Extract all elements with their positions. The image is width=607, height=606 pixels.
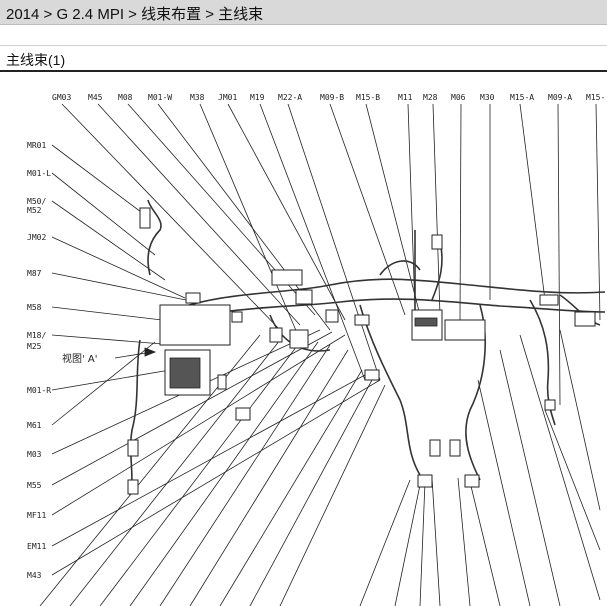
leader-line [51, 236, 186, 299]
leader-line [519, 103, 546, 301]
top-label: M19 [250, 93, 265, 102]
leader-line [51, 272, 197, 303]
breadcrumb-bar: 2014 > G 2.4 MPI > 线束布置 > 主线束 [0, 0, 607, 25]
leader-line [69, 339, 281, 606]
leader-line [519, 334, 601, 601]
left-label: MR01 [27, 141, 46, 150]
top-label: M22-A [278, 93, 302, 102]
leader-line [99, 341, 301, 606]
left-label: M18/ [27, 331, 46, 340]
left-label: M55 [27, 481, 42, 490]
leader-line [432, 103, 441, 316]
top-label: M11 [398, 93, 413, 102]
leader-line [431, 477, 441, 606]
leader-line [249, 379, 373, 606]
left-label: M01-L [27, 169, 51, 178]
leader-line [51, 374, 366, 547]
leader-line [407, 103, 416, 311]
leader-line [51, 369, 171, 391]
left-label: EM11 [27, 542, 46, 551]
leader-line [287, 103, 381, 381]
top-label: M38 [190, 93, 205, 102]
leader-line [51, 144, 146, 216]
leader-line [544, 409, 601, 551]
left-label: M01-R [27, 386, 51, 395]
top-label: M30 [480, 93, 495, 102]
leader-line [51, 306, 163, 321]
leader-line [129, 341, 319, 606]
leader-line [457, 477, 471, 606]
leader-line [227, 103, 346, 321]
harness-drawing [114, 199, 606, 496]
divider [0, 45, 607, 46]
title-divider [0, 70, 607, 72]
leader-line [97, 103, 301, 326]
leader-line [219, 369, 363, 606]
leader-line [394, 484, 421, 606]
left-label: M52 [27, 206, 42, 215]
breadcrumb: 2014 > G 2.4 MPI > 线束布置 > 主线束 [6, 6, 264, 23]
leader-line [51, 331, 333, 486]
top-connector-labels: GM03 M45 M08 M01-W M38 JM01 M19 M22-A M09-B M15-B… [52, 93, 605, 102]
top-label: JM01 [218, 93, 237, 102]
leader-line [469, 481, 501, 606]
left-label: M58 [27, 303, 42, 312]
top-label: M28 [423, 93, 438, 102]
left-label: M87 [27, 269, 42, 278]
left-label: M43 [27, 571, 42, 580]
top-label: GM03 [52, 93, 71, 102]
leader-line [595, 103, 601, 321]
wiring-harness-diagram: GM03 M45 M08 M01-W M38 JM01 M19 M22-A M09-B M15-B… [27, 93, 606, 606]
top-label: M01-W [148, 93, 172, 102]
left-label: M25 [27, 342, 42, 351]
leader-line [279, 384, 386, 606]
leader-lines [39, 103, 601, 606]
leader-line [419, 481, 426, 606]
leader-line [51, 379, 381, 576]
view-a-label: 视图' A' [62, 352, 98, 365]
leader-line [51, 172, 156, 256]
leader-line [189, 349, 349, 606]
leader-line [559, 329, 601, 511]
leader-line [359, 479, 411, 606]
leader-line [159, 344, 331, 606]
top-label: M15-A [510, 93, 534, 102]
leader-line [499, 349, 561, 606]
left-label: M50/ [27, 197, 46, 206]
top-label: M15-B [356, 93, 380, 102]
leader-line [51, 334, 176, 346]
leader-line [51, 200, 166, 281]
leader-line [259, 103, 366, 381]
top-label: M09-B [320, 93, 344, 102]
leader-line [61, 103, 283, 333]
leader-line [477, 379, 531, 606]
leader-line [557, 103, 561, 406]
top-label: M09-A [548, 93, 572, 102]
left-label: M61 [27, 421, 42, 430]
section-title: 主线束(1) [6, 52, 66, 68]
left-label: MF11 [27, 511, 46, 520]
top-label: M08 [118, 93, 133, 102]
leader-line [51, 334, 346, 516]
top-label: M15- [586, 93, 605, 102]
leader-line [459, 103, 462, 321]
left-label: M03 [27, 450, 42, 459]
leader-line [199, 103, 301, 341]
top-label: M06 [451, 93, 466, 102]
top-label: M45 [88, 93, 103, 102]
left-label: JM02 [27, 233, 46, 242]
